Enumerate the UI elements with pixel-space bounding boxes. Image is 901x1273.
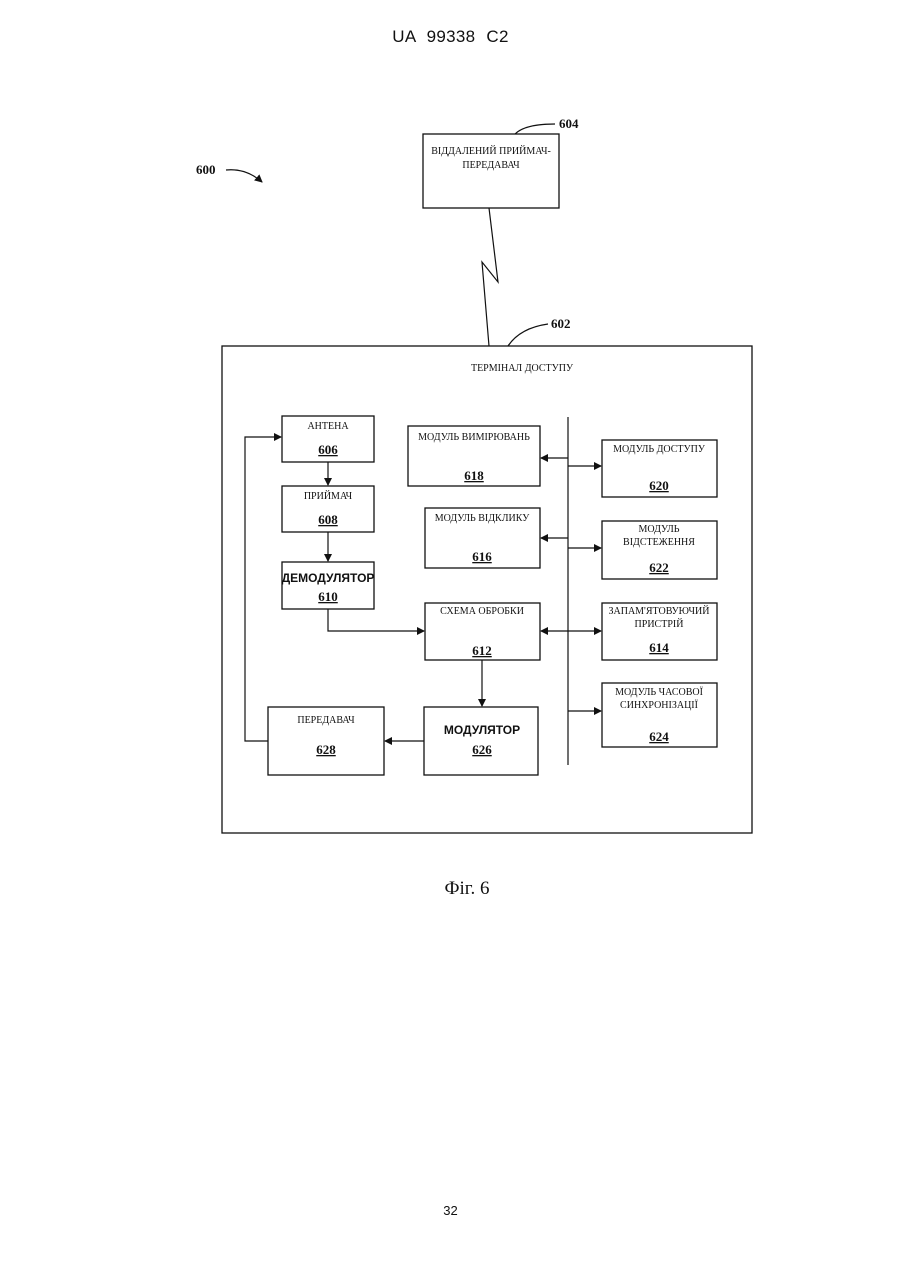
tracking-module-label-line2: ВІДСТЕЖЕННЯ <box>623 537 695 548</box>
remote-transceiver-label-line2: ПЕРЕДАВАЧ <box>462 160 520 171</box>
modulator-number: 626 <box>472 742 492 757</box>
ref-604: 604 <box>559 116 579 131</box>
antenna-label: АНТЕНА <box>307 421 349 432</box>
ref-600-arrow <box>226 170 262 182</box>
access-module-number: 620 <box>649 478 669 493</box>
remote-transceiver-label-line1: ВІДДАЛЕНИЙ ПРИЙМАЧ- <box>431 145 551 157</box>
timesync-module-label-line2: СИНХРОНІЗАЦІЇ <box>620 699 699 711</box>
timesync-module-number: 624 <box>649 729 669 744</box>
demodulator-number: 610 <box>318 589 338 604</box>
ref-602: 602 <box>551 316 571 331</box>
measurement-module-label: МОДУЛЬ ВИМІРЮВАНЬ <box>418 432 530 443</box>
memory-device-label-line2: ПРИСТРІЙ <box>635 618 684 630</box>
page-number: 32 <box>0 1203 901 1218</box>
processing-circuit-number: 612 <box>472 643 492 658</box>
receiver-label: ПРИЙМАЧ <box>304 490 353 502</box>
measurement-module-number: 618 <box>464 468 484 483</box>
antenna-number: 606 <box>318 442 338 457</box>
response-module-label: МОДУЛЬ ВІДКЛИКУ <box>435 513 531 524</box>
wireless-link-icon <box>482 208 498 346</box>
timesync-module-label-line1: МОДУЛЬ ЧАСОВОЇ <box>615 686 704 698</box>
access-terminal-title: ТЕРМІНАЛ ДОСТУПУ <box>471 363 574 374</box>
demodulator-label: ДЕМОДУЛЯТОР <box>282 571 375 585</box>
tracking-module-number: 622 <box>649 560 669 575</box>
tracking-module-label-line1: МОДУЛЬ <box>638 524 679 535</box>
processing-circuit-label: СХЕМА ОБРОБКИ <box>440 606 524 617</box>
modulator-label: МОДУЛЯТОР <box>444 723 520 737</box>
ref-604-leader <box>515 124 555 134</box>
access-module-label: МОДУЛЬ ДОСТУПУ <box>613 444 706 455</box>
ref-602-leader <box>508 324 548 346</box>
response-module-number: 616 <box>472 549 492 564</box>
memory-device-label-line1: ЗАПАМ'ЯТОВУЮЧИЙ <box>608 605 709 617</box>
transmitter-number: 628 <box>316 742 336 757</box>
ref-600: 600 <box>196 162 216 177</box>
memory-device-number: 614 <box>649 640 669 655</box>
receiver-number: 608 <box>318 512 338 527</box>
transmitter-label: ПЕРЕДАВАЧ <box>297 715 355 726</box>
modulator-box <box>424 707 538 775</box>
figure-caption: Фіг. 6 <box>445 878 490 899</box>
